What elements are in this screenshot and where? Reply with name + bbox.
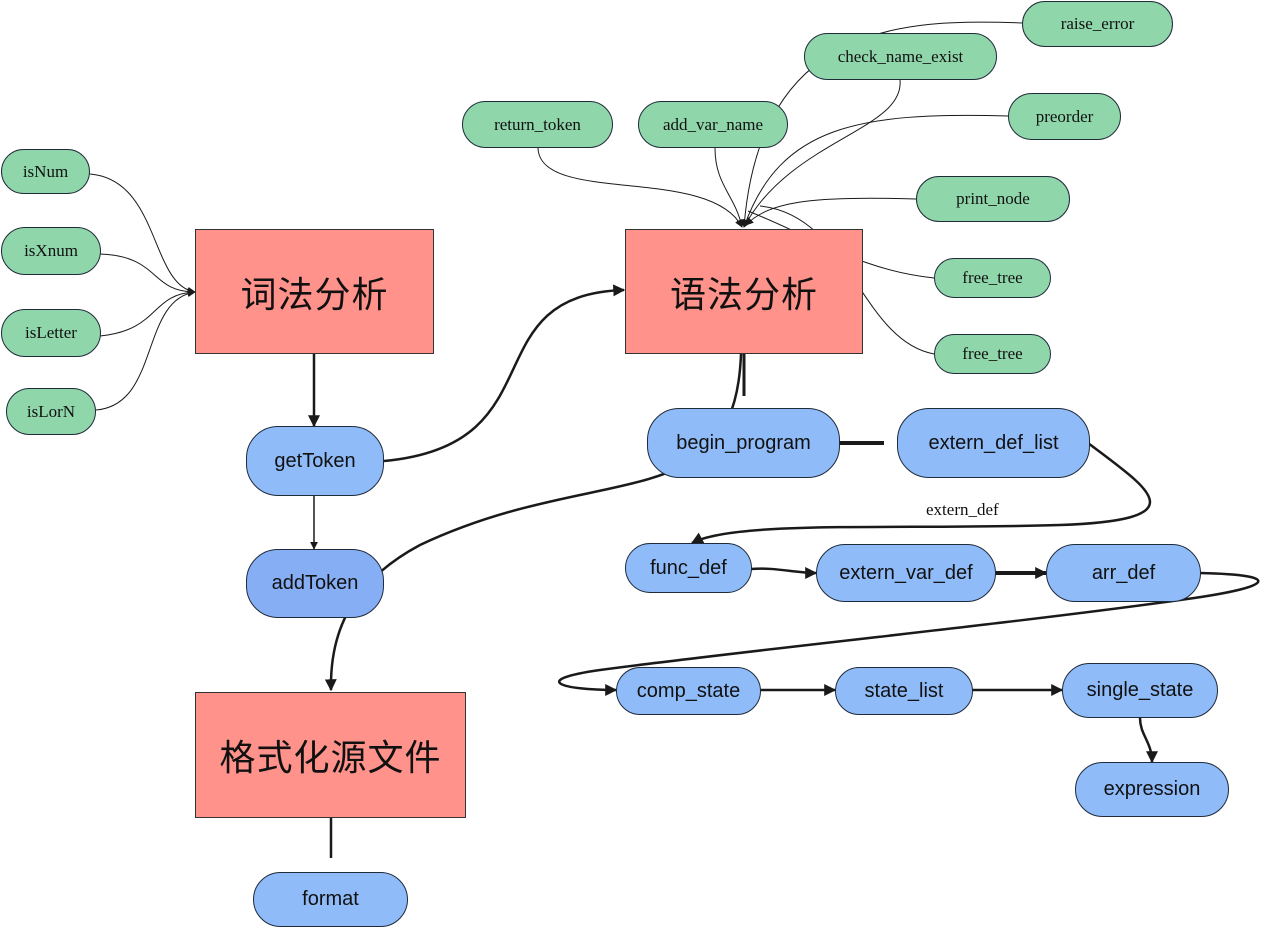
single_state-node[interactable]: single_state bbox=[1062, 663, 1218, 718]
state_list-node[interactable]: state_list bbox=[835, 667, 973, 715]
edge-check_name_exist-syntax bbox=[743, 79, 901, 228]
edge-preorder-syntax bbox=[742, 114, 1009, 228]
edge-isNum-lexical bbox=[89, 173, 196, 295]
preorder-node[interactable]: preorder bbox=[1008, 93, 1121, 140]
isNum-node[interactable]: isNum bbox=[1, 149, 90, 194]
edge-extern_def_list-func_def bbox=[690, 442, 1152, 545]
getToken-node[interactable]: getToken bbox=[246, 426, 384, 496]
edge-print_node-syntax bbox=[745, 197, 917, 226]
extern_def-edge-label: extern_def bbox=[926, 500, 999, 519]
free_tree-node-2[interactable]: free_tree bbox=[934, 334, 1051, 374]
func_def-node[interactable]: func_def bbox=[625, 543, 752, 593]
add_var_name-node[interactable]: add_var_name bbox=[638, 101, 788, 148]
check_name_exist-node[interactable]: check_name_exist bbox=[804, 33, 997, 80]
isXnum-node[interactable]: isXnum bbox=[1, 227, 101, 275]
extern_var_def-node[interactable]: extern_var_def bbox=[816, 544, 996, 602]
edge-arr_def-comp_state bbox=[558, 571, 1260, 696]
free_tree-node-1[interactable]: free_tree bbox=[934, 258, 1051, 298]
format-node[interactable]: format bbox=[253, 872, 408, 927]
raise_error-node[interactable]: raise_error bbox=[1022, 1, 1173, 47]
extern_def_list-node[interactable]: extern_def_list bbox=[897, 408, 1090, 478]
syntax-analysis-box[interactable]: 语法分析 bbox=[625, 229, 863, 354]
format-source-box[interactable]: 格式化源文件 bbox=[195, 692, 466, 818]
edge-syntax-format_source bbox=[324, 353, 743, 692]
arr_def-node[interactable]: arr_def bbox=[1046, 544, 1201, 602]
print_node-node[interactable]: print_node bbox=[916, 176, 1070, 222]
addToken-node[interactable]: addToken bbox=[246, 549, 384, 618]
isLorN-node[interactable]: isLorN bbox=[6, 388, 96, 435]
edge-return_token-syntax bbox=[537, 147, 743, 228]
edge-getToken-syntax bbox=[383, 284, 626, 463]
edge-add_var_name-syntax bbox=[714, 147, 745, 228]
edge-isLetter-lexical bbox=[99, 288, 196, 337]
begin_program-node[interactable]: begin_program bbox=[647, 408, 840, 478]
return_token-node[interactable]: return_token bbox=[462, 101, 613, 148]
edge-isXnum-lexical bbox=[99, 253, 196, 296]
edge-func_def-extern_var_def bbox=[750, 566, 818, 579]
edge-single_state-expression bbox=[1138, 717, 1158, 764]
lexical-analysis-box[interactable]: 词法分析 bbox=[195, 229, 434, 354]
isLetter-node[interactable]: isLetter bbox=[1, 309, 101, 357]
edge-isLorN-lexical bbox=[95, 289, 196, 411]
comp_state-node[interactable]: comp_state bbox=[616, 667, 761, 715]
expression-node[interactable]: expression bbox=[1075, 762, 1229, 817]
